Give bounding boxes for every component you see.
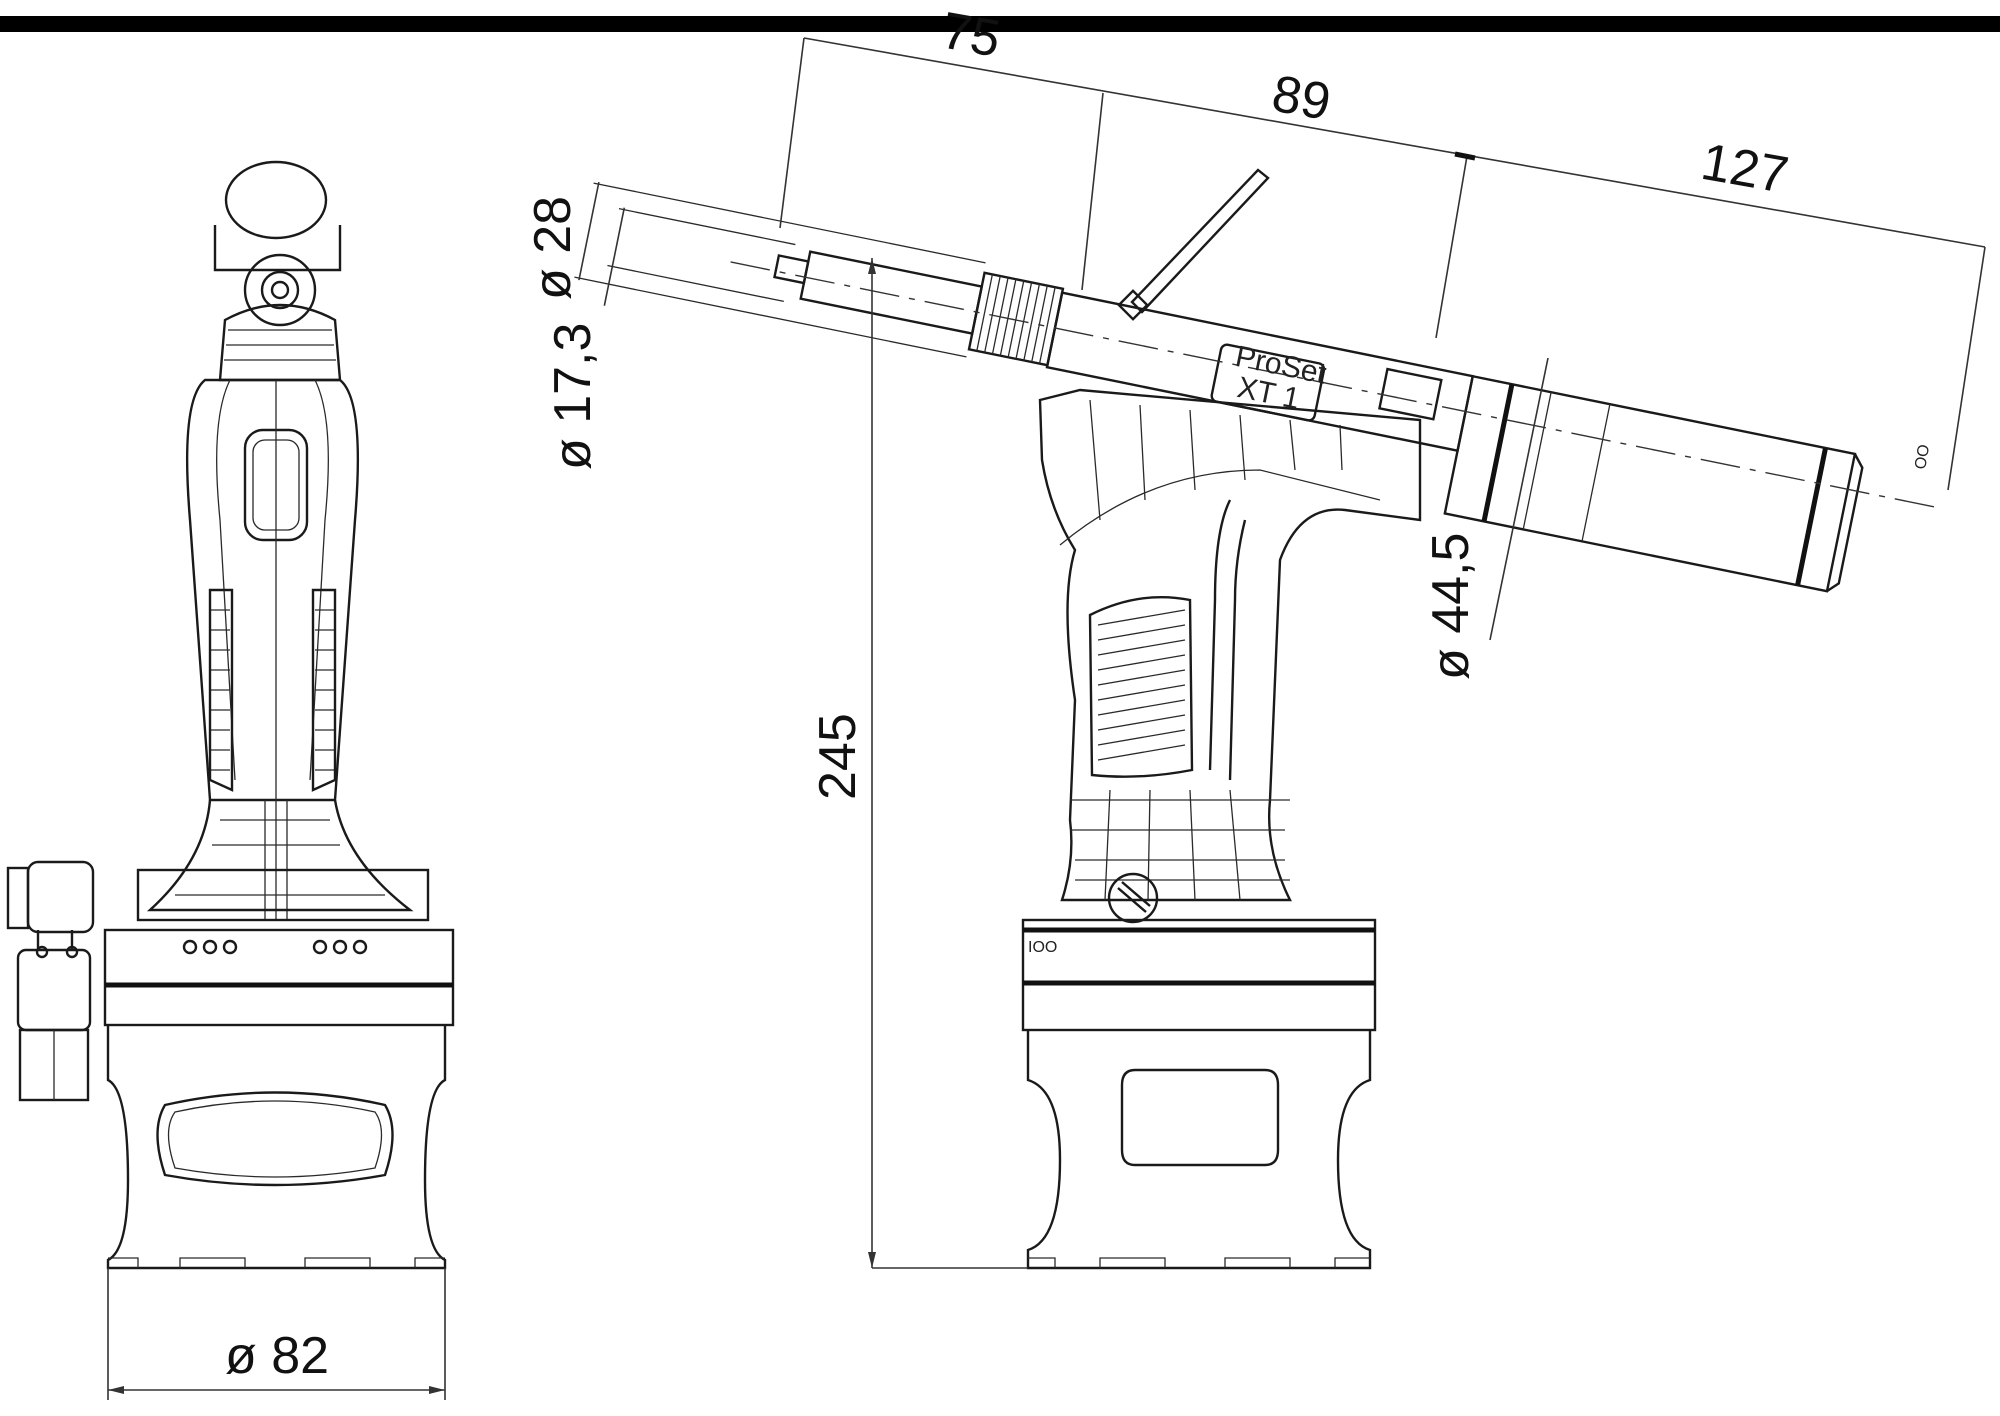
dim-cylinder-dia: ø 44,5: [1422, 533, 1480, 680]
front-view: [6, 160, 455, 1400]
dimension-labels: 75 89 127 ø 28 ø 17,3 ø 44,5 245 ø 82: [225, 2, 1793, 1385]
brand-badge: ProSet XT 1: [1233, 340, 1330, 416]
side-view: [574, 37, 1986, 1270]
top-border-bar: [0, 16, 2000, 32]
dim-nose-length: 75: [937, 2, 1004, 69]
dim-total-height: 245: [809, 713, 867, 800]
dim-head-length: 89: [1268, 65, 1335, 132]
dim-nose-inner-dia: ø 17,3: [544, 323, 602, 470]
battery-marking: IOO: [1028, 939, 1057, 956]
dim-base-dia: ø 82: [225, 1327, 329, 1385]
cylinder-marking: OO: [1912, 443, 1933, 470]
dim-cylinder-length: 127: [1697, 133, 1793, 205]
dim-nose-outer-dia: ø 28: [524, 196, 582, 300]
